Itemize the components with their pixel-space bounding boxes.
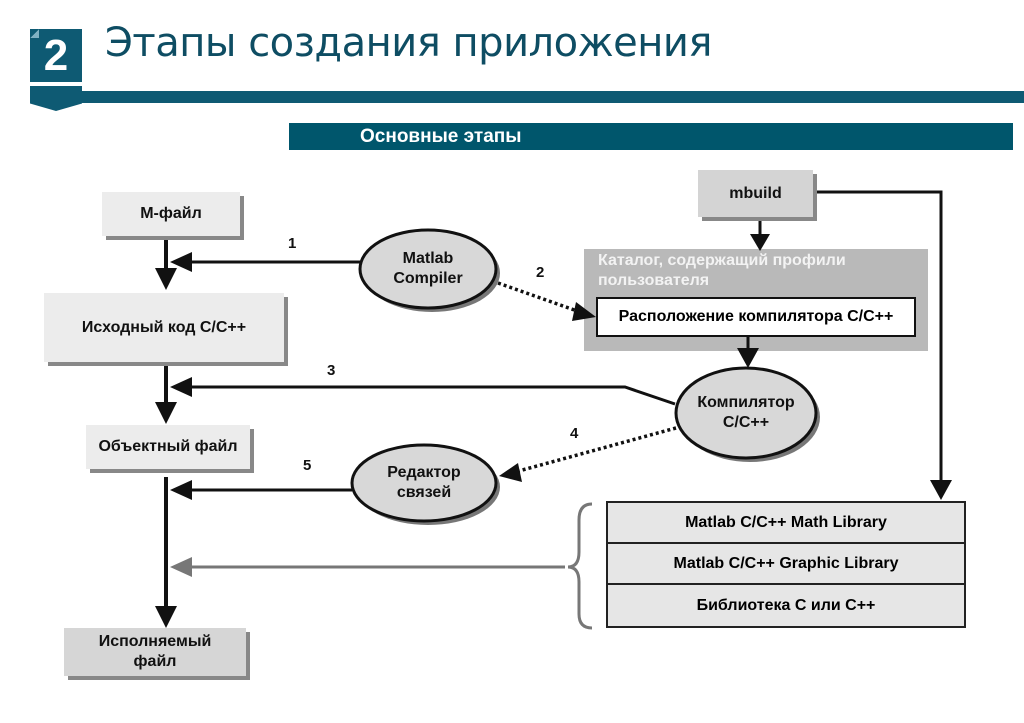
matlab-compiler-label: Matlab Compiler: [393, 250, 463, 287]
executable-label: Исполняемый файл: [98, 633, 212, 670]
source-code-box: Исходный код C/C++: [44, 293, 284, 362]
catalog-label: Каталог, содержащий профили пользователя: [598, 252, 846, 289]
subtitle: Основные этапы: [360, 126, 522, 147]
m-file-box: М-файл: [102, 192, 240, 236]
step-label-4: 4: [570, 425, 579, 442]
arrowhead: [170, 557, 192, 577]
arrow-step-4: [514, 426, 677, 474]
step-label-2: 2: [536, 264, 545, 281]
arrowhead: [750, 234, 770, 251]
mbuild-box: mbuild: [698, 170, 813, 217]
arrowhead: [170, 252, 192, 272]
step-label-1: 1: [288, 235, 297, 252]
library-math-label: Matlab C/C++ Math Library: [685, 513, 887, 531]
object-file-box: Объектный файл: [86, 425, 250, 469]
executable-box: Исполняемый файл: [64, 628, 246, 676]
library-graphic: Matlab C/C++ Graphic Library: [608, 544, 964, 585]
arrowhead: [572, 302, 596, 321]
libraries-stack: Matlab C/C++ Math Library Matlab C/C++ G…: [606, 501, 966, 628]
arrow-step-2: [497, 281, 581, 314]
compiler-location-label: Расположение компилятора C/C++: [618, 308, 894, 325]
title-underline-bar: [82, 91, 1024, 103]
library-math: Matlab C/C++ Math Library: [608, 503, 964, 544]
library-c-cpp: Библиотека C или C++: [608, 585, 964, 626]
subtitle-bar: [289, 123, 1013, 150]
arrowhead: [170, 377, 192, 397]
matlab-compiler-ellipse: [358, 228, 498, 310]
linker-ellipse: [350, 443, 498, 523]
arrowhead: [155, 606, 177, 628]
library-c-cpp-label: Библиотека C или C++: [696, 596, 876, 614]
library-graphic-label: Matlab C/C++ Graphic Library: [673, 554, 899, 572]
arrowhead: [170, 480, 192, 500]
arrowhead: [930, 480, 952, 500]
compiler-location-box: Расположение компилятора C/C++: [596, 297, 916, 337]
library-brace: [567, 502, 593, 630]
arrow-mbuild-to-libraries: [816, 190, 943, 488]
arrowhead: [155, 268, 177, 290]
page-title: Этапы создания приложения: [105, 20, 712, 66]
m-file-label: М-файл: [140, 205, 202, 222]
step-label-3: 3: [327, 362, 336, 379]
linker-label: Редактор связей: [387, 464, 461, 501]
cpp-compiler-ellipse: [674, 366, 818, 460]
badge-corner-fold: [30, 29, 39, 38]
arrow-step-3: [185, 385, 676, 406]
section-number: 2: [43, 31, 69, 80]
arrowhead: [737, 348, 759, 368]
arrowhead: [155, 402, 177, 424]
object-file-label: Объектный файл: [98, 438, 238, 455]
source-code-label: Исходный код C/C++: [81, 318, 247, 336]
arrowhead: [499, 463, 522, 482]
step-label-5: 5: [303, 457, 312, 474]
cpp-compiler-label: Компилятор C/C++: [697, 394, 795, 431]
mbuild-label: mbuild: [729, 184, 782, 202]
